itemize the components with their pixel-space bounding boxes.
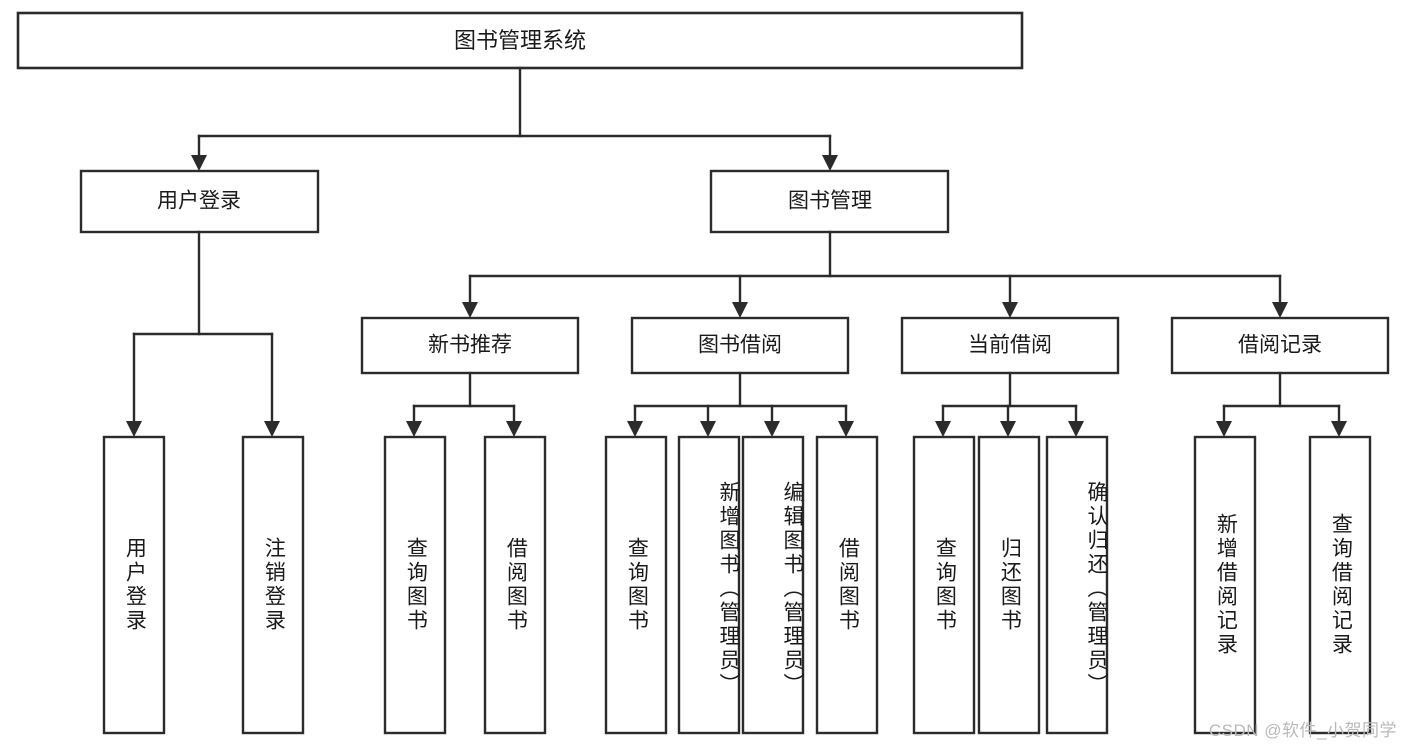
root-label: 图书管理系统: [454, 28, 586, 53]
book-borrow-label: 图书借阅: [698, 334, 782, 357]
leaf-box-query-book-2[interactable]: [604, 435, 668, 735]
arrow-head-icon: [935, 421, 951, 437]
arrow-head-icon: [191, 155, 207, 171]
current-borrow-label: 当前借阅: [968, 334, 1052, 357]
node-book-manage[interactable]: 图书管理: [709, 169, 950, 234]
leaf-box-logout-login[interactable]: [241, 435, 305, 735]
leaf-box-add-record[interactable]: [1193, 435, 1257, 735]
arrow-head-icon: [126, 421, 142, 437]
user-login-label: 用户登录: [157, 190, 241, 213]
watermark: CSDN @软件_小贺同学: [1208, 721, 1397, 740]
leaf-box-edit-book[interactable]: [741, 435, 805, 735]
new-book-recommend-label: 新书推荐: [428, 334, 512, 357]
leaf-box-borrow-book-2[interactable]: [815, 435, 879, 735]
arrow-head-icon: [462, 302, 478, 318]
arrow-head-icon: [627, 421, 643, 437]
new-book-recommend-box-shape: [360, 316, 580, 375]
arrow-head-icon: [1331, 421, 1347, 437]
leaf-box-user-login[interactable]: [102, 435, 166, 735]
connector-current-borrow-to-leaves: [935, 371, 1084, 437]
node-borrow-record[interactable]: 借阅记录: [1170, 316, 1390, 375]
connector-new-book-recommend-to-leaves: [406, 371, 522, 437]
arrow-head-icon: [732, 302, 748, 318]
arrow-head-icon: [764, 421, 780, 437]
leaf-box-add-book[interactable]: [677, 435, 741, 735]
borrow-record-label: 借阅记录: [1238, 334, 1322, 357]
node-new-book-recommend[interactable]: 新书推荐: [360, 316, 580, 375]
node-user-login[interactable]: 用户登录: [79, 169, 320, 234]
arrow-head-icon: [822, 155, 838, 171]
connector-book-borrow-to-leaves: [627, 371, 854, 437]
connector-book-manage-to-level3: [462, 230, 1288, 318]
leaf-box-borrow-book-1[interactable]: [483, 435, 547, 735]
arrow-head-icon: [1000, 421, 1016, 437]
leaf-box-query-book-3[interactable]: [912, 435, 976, 735]
connector-borrow-record-to-leaves: [1216, 371, 1347, 437]
leaf-box-confirm-return[interactable]: [1045, 435, 1109, 735]
arrow-head-icon: [1272, 302, 1288, 318]
connector-root-to-level2: [191, 66, 838, 171]
leaf-box-query-book-1[interactable]: [383, 435, 447, 735]
arrow-head-icon: [264, 421, 280, 437]
user-login-box-shape: [79, 169, 320, 234]
arrow-head-icon: [1002, 302, 1018, 318]
root-box-shape: [16, 11, 1024, 70]
arrow-head-icon: [506, 421, 522, 437]
current-borrow-box-shape: [900, 316, 1120, 375]
connector-user-login-to-leaves: [126, 230, 280, 437]
node-book-borrow[interactable]: 图书借阅: [630, 316, 850, 375]
arrow-head-icon: [700, 421, 716, 437]
arrow-head-icon: [1216, 421, 1232, 437]
arrow-head-icon: [838, 421, 854, 437]
node-current-borrow[interactable]: 当前借阅: [900, 316, 1120, 375]
leaf-box-return-book[interactable]: [977, 435, 1041, 735]
arrow-head-icon: [406, 421, 422, 437]
node-root[interactable]: 图书管理系统: [16, 11, 1024, 70]
book-manage-label: 图书管理: [788, 190, 872, 213]
leaf-box-query-record[interactable]: [1308, 435, 1372, 735]
arrow-head-icon: [1068, 421, 1084, 437]
